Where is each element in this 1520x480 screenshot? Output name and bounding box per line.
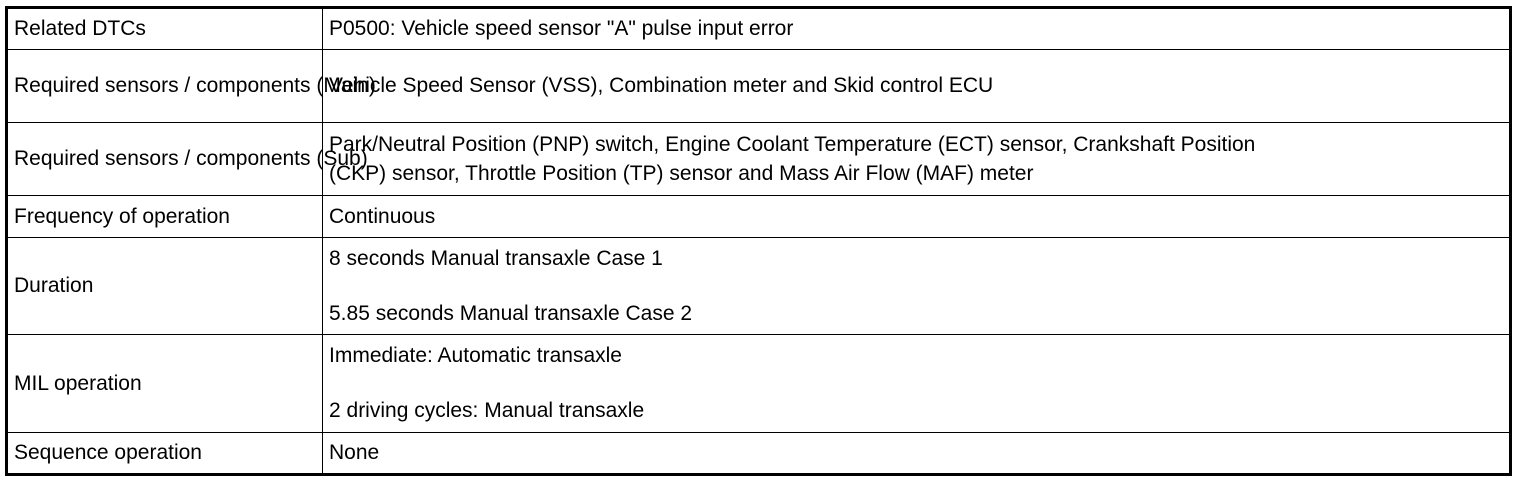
table-row: Duration 8 seconds Manual transaxle Case… bbox=[8, 236, 1509, 335]
value-line: Park/Neutral Position (PNP) switch, Engi… bbox=[329, 132, 1256, 156]
table-row: Required sensors / components (Main) Veh… bbox=[8, 48, 1509, 123]
row-label: Sequence operation bbox=[8, 431, 323, 473]
row-value: Continuous bbox=[322, 194, 1509, 238]
row-label: Duration bbox=[8, 236, 323, 335]
value-line: Continuous bbox=[329, 204, 436, 228]
row-label: Required sensors / components (Sub) bbox=[8, 121, 368, 196]
row-value: Park/Neutral Position (PNP) switch, Engi… bbox=[322, 121, 1509, 196]
row-label: MIL operation bbox=[8, 333, 323, 433]
value-line: (CKP) sensor, Throttle Position (TP) sen… bbox=[329, 161, 1034, 185]
table-row: MIL operation Immediate: Automatic trans… bbox=[8, 333, 1509, 433]
value-line: None bbox=[329, 441, 380, 465]
row-value: P0500: Vehicle speed sensor "A" pulse in… bbox=[322, 9, 1509, 50]
value-line: P0500: Vehicle speed sensor "A" pulse in… bbox=[329, 17, 794, 41]
table-row: Related DTCs P0500: Vehicle speed sensor… bbox=[8, 9, 1509, 50]
row-label: Related DTCs bbox=[8, 9, 323, 50]
dtc-info-table-frame: Related DTCs P0500: Vehicle speed sensor… bbox=[5, 6, 1512, 476]
row-value: Immediate: Automatic transaxle 2 driving… bbox=[322, 333, 1509, 433]
value-line: Immediate: Automatic transaxle bbox=[329, 344, 622, 367]
value-line: 2 driving cycles: Manual transaxle bbox=[329, 399, 645, 422]
label-line: Required sensors / bbox=[14, 74, 191, 97]
value-line: 5.85 seconds Manual transaxle Case 2 bbox=[329, 301, 693, 325]
row-label: Required sensors / components (Main) bbox=[8, 48, 376, 123]
label-line: Required sensors / bbox=[14, 147, 191, 170]
row-value: Vehicle Speed Sensor (VSS), Combination … bbox=[322, 48, 1509, 123]
label-line: Duration bbox=[14, 274, 94, 297]
label-line: MIL operation bbox=[14, 371, 142, 395]
dtc-info-table: Related DTCs P0500: Vehicle speed sensor… bbox=[8, 9, 1509, 473]
row-value: 8 seconds Manual transaxle Case 1 5.85 s… bbox=[322, 236, 1509, 335]
label-line: components (Main) bbox=[196, 74, 376, 97]
row-label: Frequency of operation bbox=[8, 194, 323, 238]
label-line: Frequency of operation bbox=[14, 204, 230, 228]
label-line: Sequence operation bbox=[14, 441, 202, 465]
value-line: Vehicle Speed Sensor (VSS), Combination … bbox=[329, 74, 994, 97]
table-row: Required sensors / components (Sub) Park… bbox=[8, 121, 1509, 196]
value-line: 8 seconds Manual transaxle Case 1 bbox=[329, 246, 663, 270]
label-line: components (Sub) bbox=[196, 147, 368, 170]
row-value: None bbox=[322, 431, 1509, 473]
label-line: Related DTCs bbox=[14, 17, 146, 41]
table-row: Frequency of operation Continuous bbox=[8, 194, 1509, 238]
table-row: Sequence operation None bbox=[8, 431, 1509, 473]
